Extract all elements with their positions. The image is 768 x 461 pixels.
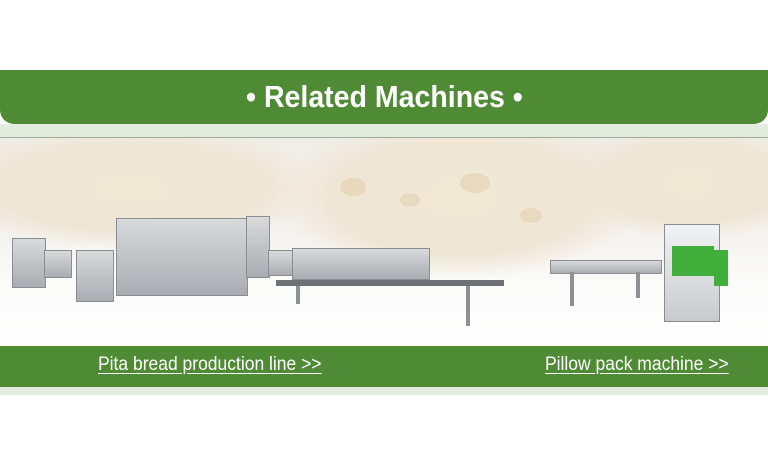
pita-bread-production-line-link[interactable]: Pita bread production line >> [98,354,322,375]
leg [636,272,640,298]
oven [116,218,248,296]
machine-panel [672,246,714,276]
divider [0,137,768,138]
footer-shadow-band [0,387,768,395]
bread-spot [520,208,542,223]
divider-machine [44,250,72,278]
leg [570,272,574,306]
bread-spot [400,193,420,207]
bread-spot [340,178,366,196]
dough-mixer [12,238,46,288]
machine-side [714,250,728,286]
section-header: • Related Machines • [0,70,768,124]
section-title: • Related Machines • [245,79,523,114]
oven-end [246,216,270,278]
leg [466,286,470,326]
cooling-tunnel [292,248,430,280]
infeed-conveyor [550,260,662,274]
pillow-pack-machine-link[interactable]: Pillow pack machine >> [545,354,729,375]
links-bar [0,346,768,387]
machines-image [0,138,768,346]
conveyor-belt [276,280,504,286]
transfer-unit [268,250,294,276]
header-shadow-band [0,124,768,137]
bread-spot [460,173,490,193]
sheeter [76,250,114,302]
leg [296,286,300,304]
